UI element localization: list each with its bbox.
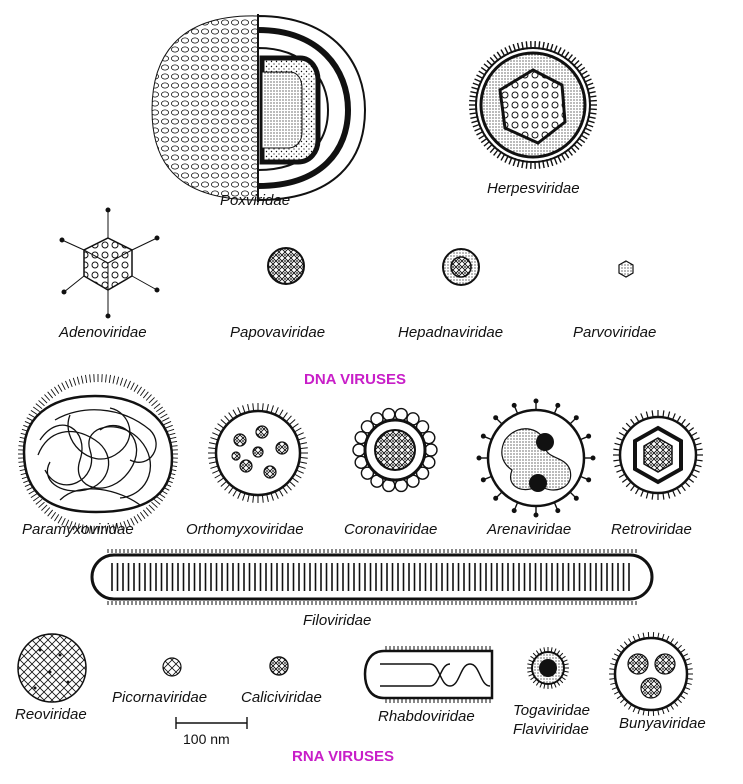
bunyaviridae-virion [609, 632, 693, 716]
coronaviridae-virion [353, 409, 437, 492]
label-adenoviridae: Adenoviridae [59, 324, 147, 341]
herpesviridae-virion [469, 41, 597, 169]
label-papovaviridae: Papovaviridae [230, 324, 325, 341]
picornaviridae-virion [163, 658, 181, 676]
poxviridae-virion [152, 14, 365, 202]
scale-bar-label: 100 nm [183, 731, 230, 748]
label-flaviviridae: Flaviviridae [513, 721, 589, 738]
label-bunyaviridae: Bunyaviridae [619, 715, 706, 732]
heading-dna-viruses: DNA VIRUSES [304, 371, 406, 388]
reoviridae-virion [18, 634, 86, 702]
paramyxoviridae-virion [18, 374, 178, 534]
papovaviridae-virion [268, 248, 304, 284]
label-filoviridae: Filoviridae [303, 612, 371, 629]
label-hepadnaviridae: Hepadnaviridae [398, 324, 503, 341]
label-togaviridae: Togaviridae [513, 702, 590, 719]
label-caliciviridae: Caliciviridae [241, 689, 322, 706]
retroviridae-virion [613, 410, 703, 500]
label-coronaviridae: Coronaviridae [344, 521, 437, 538]
label-retroviridae: Retroviridae [611, 521, 692, 538]
rhabdoviridae-virion [365, 646, 492, 703]
scale-bar [176, 717, 247, 729]
caliciviridae-virion [270, 657, 288, 675]
label-rhabdoviridae: Rhabdoviridae [378, 708, 475, 725]
label-herpesviridae: Herpesviridae [487, 180, 580, 197]
label-poxviridae: Poxviridae [220, 192, 290, 209]
heading-rna-viruses: RNA VIRUSES [292, 748, 394, 765]
label-arenaviridae: Arenaviridae [487, 521, 571, 538]
arenaviridae-virion [477, 399, 595, 517]
label-parvoviridae: Parvoviridae [573, 324, 656, 341]
adenoviridae-virion [60, 208, 159, 318]
parvoviridae-virion [619, 261, 633, 277]
filoviridae-virion [92, 549, 652, 605]
label-orthomyxoviridae: Orthomyxoviridae [186, 521, 304, 538]
label-picornaviridae: Picornaviridae [112, 689, 207, 706]
label-paramyxoviridae: Paramyxoviridae [22, 521, 134, 538]
hepadnaviridae-virion [443, 249, 479, 285]
label-reoviridae: Reoviridae [15, 706, 87, 723]
togaviridae-flaviviridae-virion [527, 647, 569, 689]
orthomyxoviridae-virion [208, 403, 308, 503]
